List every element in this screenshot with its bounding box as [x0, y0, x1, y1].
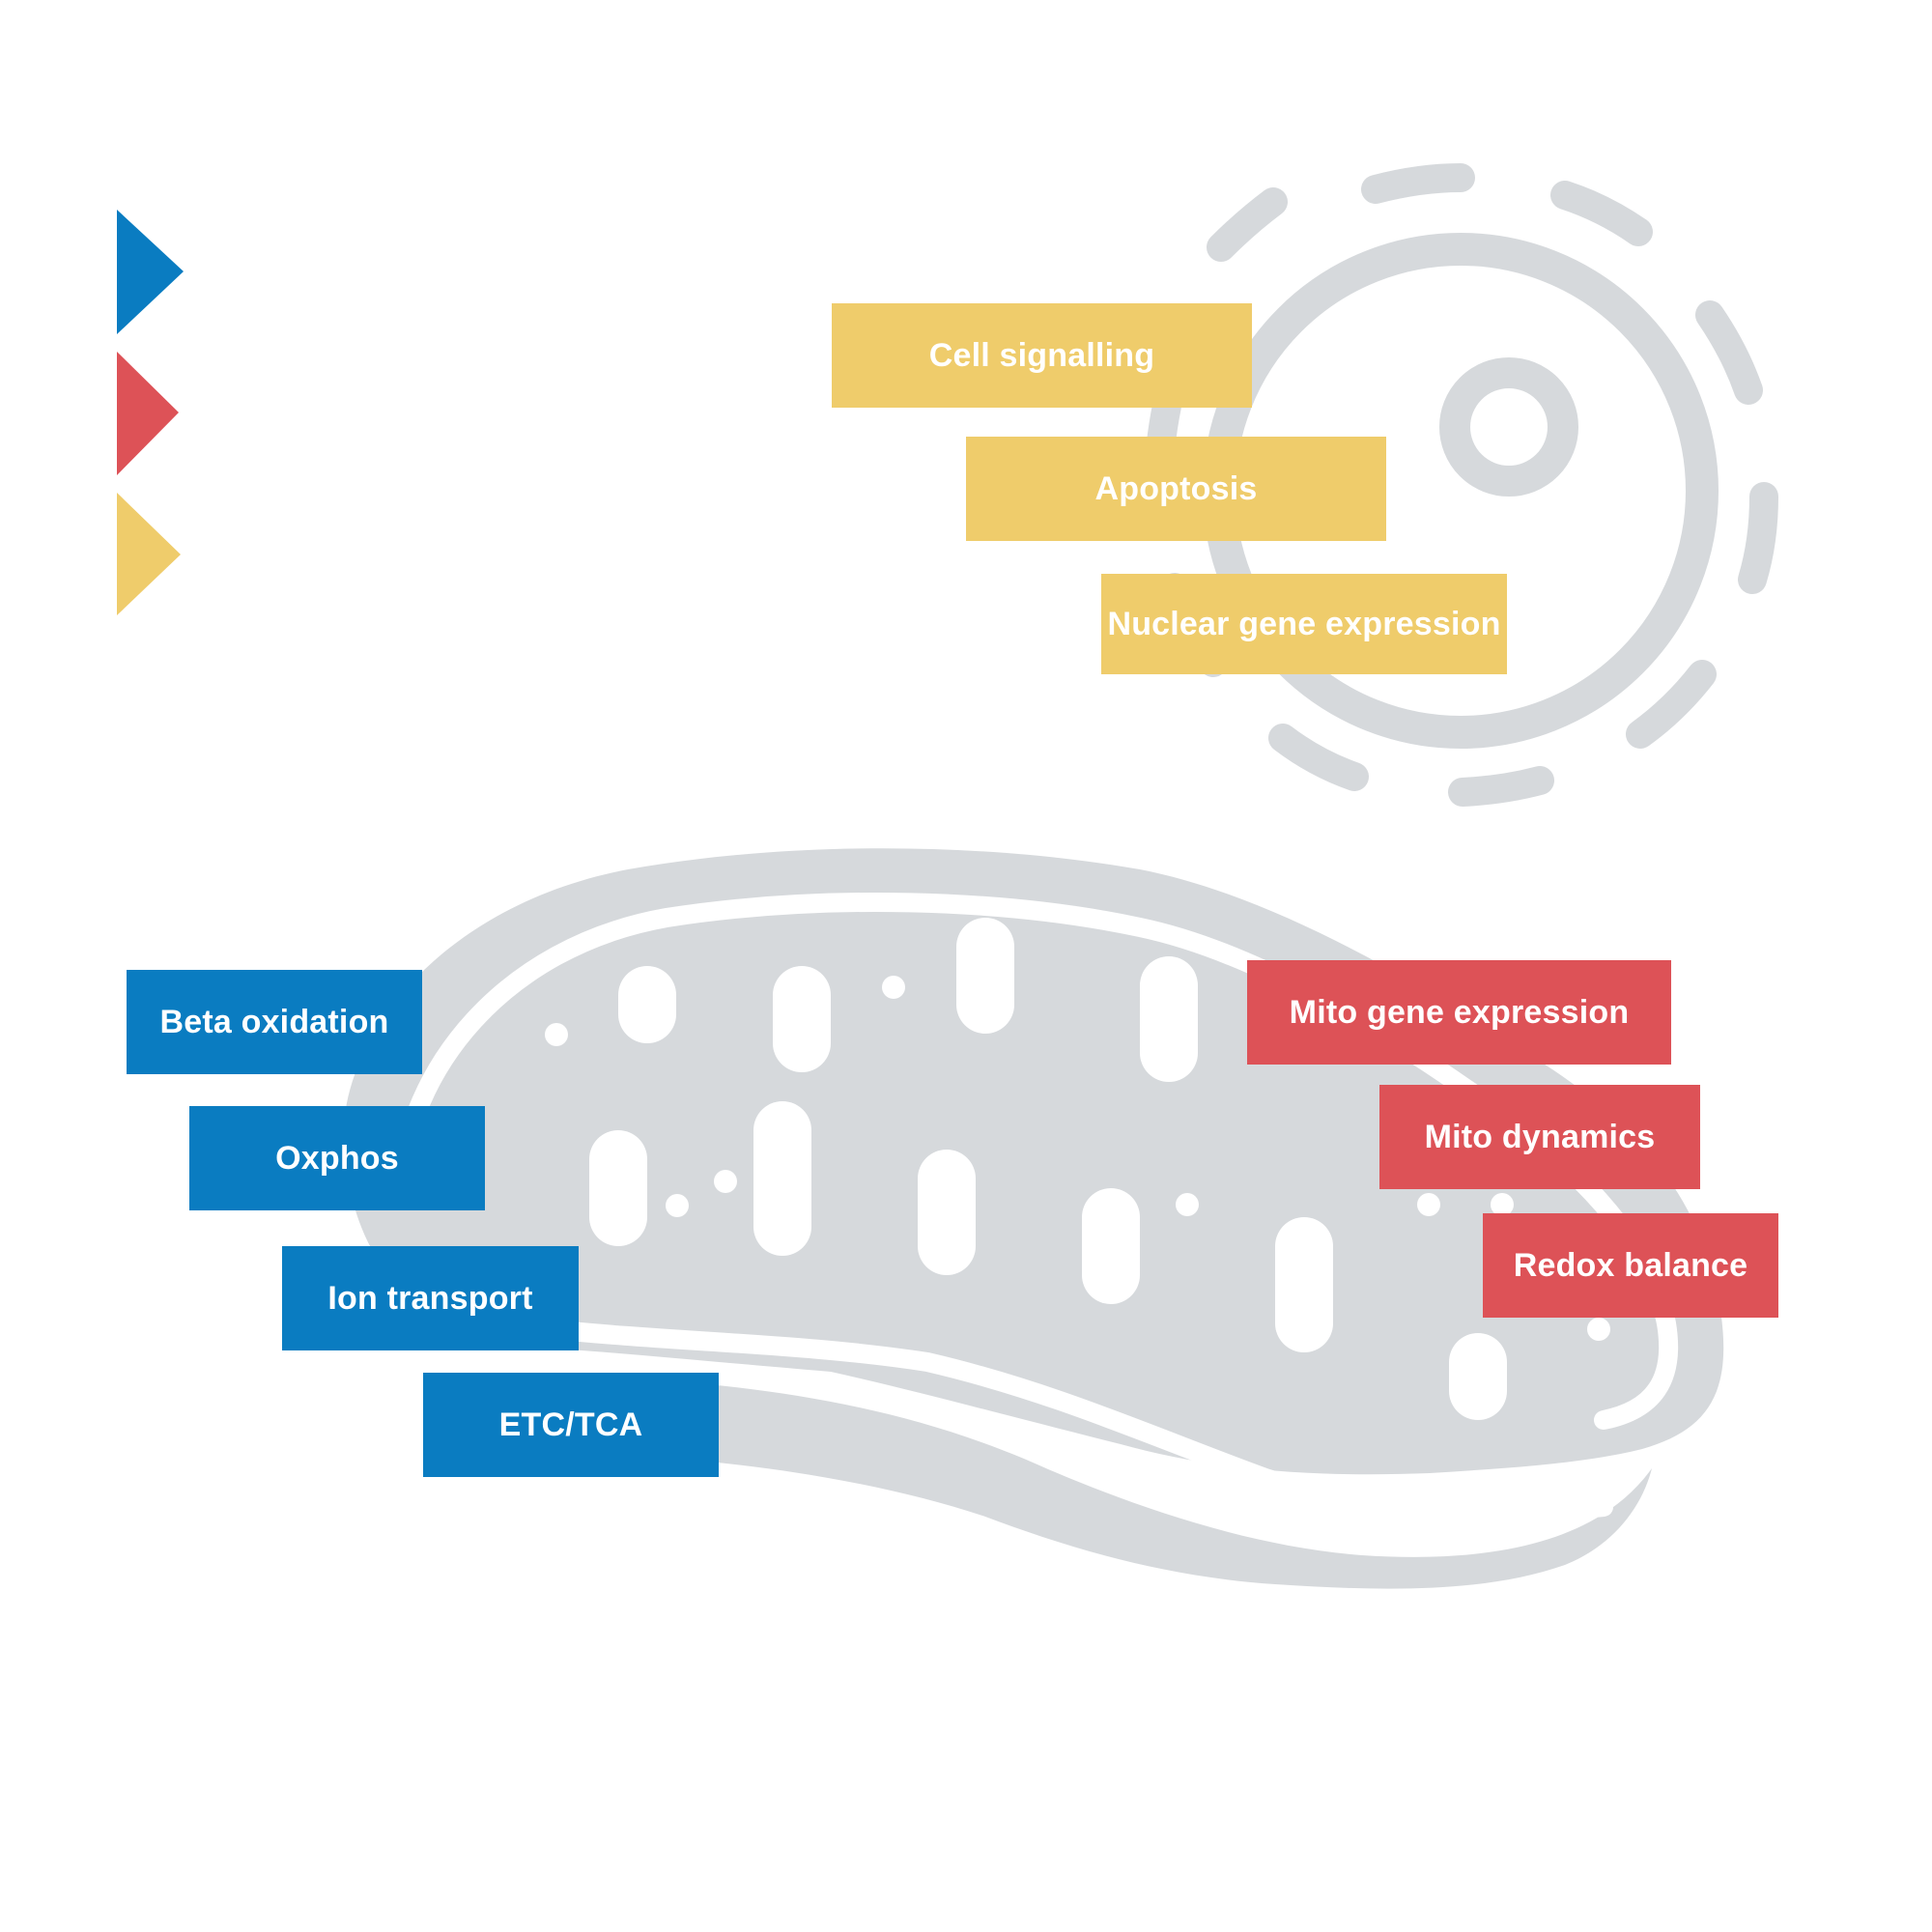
label-text: ETC/TCA [498, 1406, 643, 1443]
mito-granules [545, 976, 1610, 1341]
label-text: Mito gene expression [1289, 993, 1630, 1031]
label-redox-balance: Redox balance [1483, 1213, 1778, 1318]
label-text: Mito dynamics [1424, 1118, 1656, 1155]
legend-marker-red [117, 352, 179, 475]
label-text: Redox balance [1513, 1246, 1748, 1284]
legend-marker-yellow [117, 493, 181, 615]
label-mito-dynamics: Mito dynamics [1379, 1085, 1700, 1189]
label-mito-gene-expression: Mito gene expression [1247, 960, 1671, 1065]
label-ion-transport: Ion transport [282, 1246, 579, 1350]
mito-inner-gap [531, 1319, 1613, 1522]
mito-lower-tail [676, 1381, 1652, 1589]
label-beta-oxidation: Beta oxidation [127, 970, 422, 1074]
label-apoptosis: Apoptosis [966, 437, 1386, 541]
label-text: Nuclear gene expression [1107, 605, 1501, 642]
label-text: Ion transport [327, 1279, 533, 1317]
label-text: Beta oxidation [159, 1003, 389, 1040]
label-text: Cell signalling [928, 336, 1155, 374]
cell-nucleus [1439, 357, 1578, 497]
label-etc-tca: ETC/TCA [423, 1373, 719, 1477]
label-cell-signalling: Cell signalling [832, 303, 1252, 408]
legend-marker-blue [117, 210, 184, 334]
mito-cristae-spaces [589, 918, 1507, 1420]
label-text: Apoptosis [1094, 469, 1258, 507]
label-oxphos: Oxphos [189, 1106, 485, 1210]
label-nuclear-gene-expression: Nuclear gene expression [1101, 574, 1507, 674]
label-text: Oxphos [275, 1139, 399, 1177]
